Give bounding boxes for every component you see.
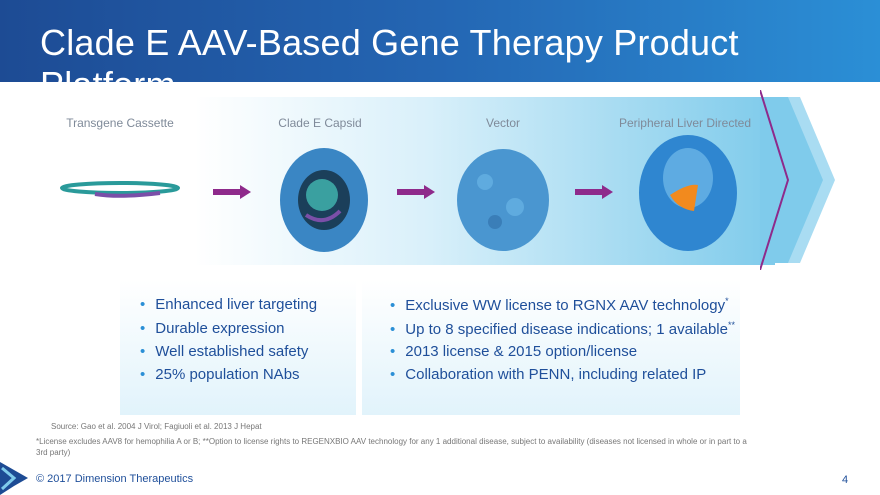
arrow-icon bbox=[213, 185, 251, 199]
page-number: 4 bbox=[842, 474, 849, 486]
arrow-icon bbox=[575, 185, 613, 199]
bullet-item: •25% population NAbs bbox=[140, 366, 300, 383]
arrow-icon bbox=[397, 185, 435, 199]
stage-label: Transgene Cassette bbox=[66, 116, 174, 130]
benefits-panel bbox=[120, 280, 356, 415]
capsid-icon bbox=[280, 148, 368, 252]
copyright: © 2017 Dimension Therapeutics bbox=[36, 473, 194, 485]
vector-icon bbox=[457, 149, 549, 251]
dna-plasmid-icon bbox=[60, 181, 180, 198]
stage-label: Vector bbox=[485, 116, 521, 130]
bullet-item: •Exclusive WW license to RGNX AAV techno… bbox=[390, 296, 729, 314]
stage-label: Peripheral Liver Directed bbox=[618, 116, 752, 130]
bullet-item: •Enhanced liver targeting bbox=[140, 296, 318, 313]
header-band bbox=[0, 0, 880, 82]
slide-title: Clade E AAV-Based Gene Therapy Product P… bbox=[40, 22, 739, 105]
license-panel bbox=[362, 280, 740, 415]
bullet-item: •Durable expression bbox=[140, 320, 285, 337]
chevron-arrow-icon bbox=[760, 90, 835, 270]
stage-label: Clade E Capsid bbox=[278, 116, 362, 130]
bullet-item: •Collaboration with PENN, including rela… bbox=[390, 366, 707, 383]
source-citation: Source: Gao et al. 2004 J Virol; Fagiuol… bbox=[51, 422, 262, 431]
bullet-item: •Up to 8 specified disease indications; … bbox=[390, 320, 735, 338]
liver-anatomy-icon bbox=[639, 135, 737, 251]
bullet-item: •Well established safety bbox=[140, 343, 309, 360]
company-logo-icon bbox=[0, 462, 28, 495]
bullet-item: •2013 license & 2015 option/license bbox=[390, 343, 638, 360]
footnote: *License excludes AAV8 for hemophilia A … bbox=[36, 437, 747, 457]
